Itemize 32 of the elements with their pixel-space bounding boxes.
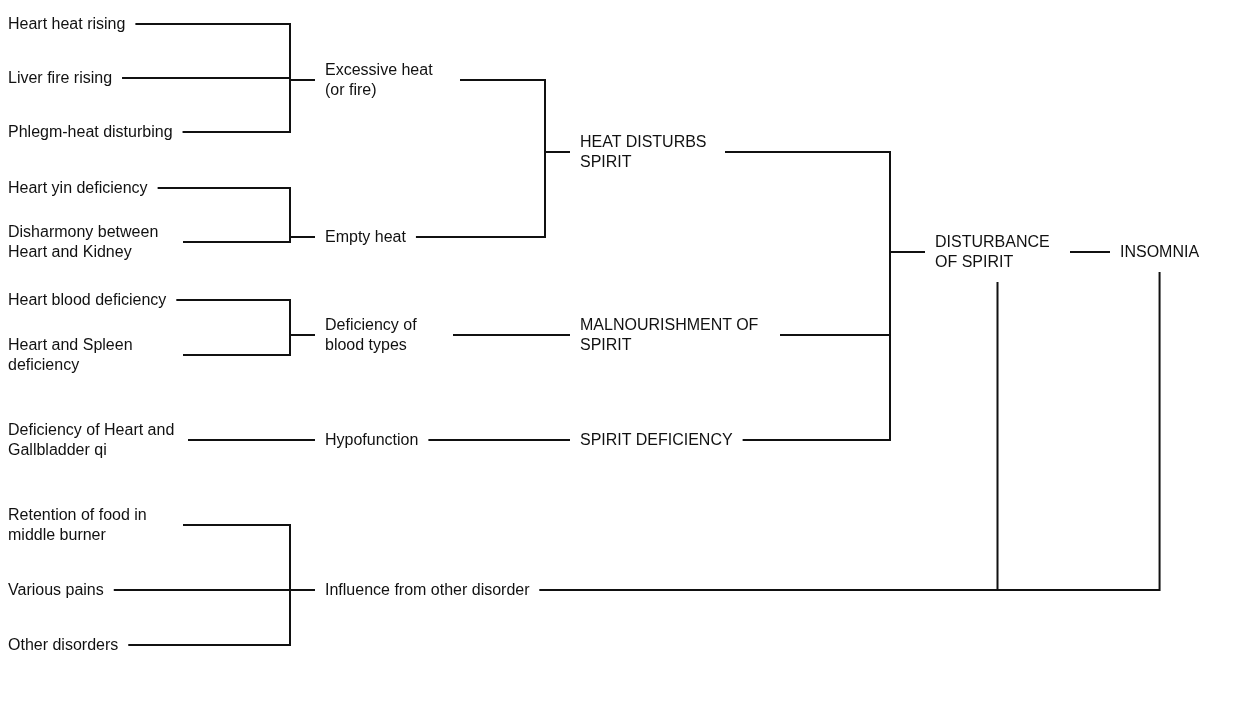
connector-line bbox=[538, 271, 1161, 591]
connector-line bbox=[414, 151, 571, 238]
connector-line bbox=[1069, 251, 1111, 253]
connector-line bbox=[427, 439, 571, 441]
label-text: MALNOURISHMENT OF SPIRIT bbox=[580, 315, 770, 355]
connector-line bbox=[452, 334, 571, 336]
label-text: Deficiency of blood types bbox=[325, 315, 443, 355]
label-text: Deficiency of Heart and Gallbladder qi bbox=[8, 420, 178, 460]
label-text: Liver fire rising bbox=[8, 68, 113, 88]
label-text: Other disorders bbox=[8, 635, 119, 655]
label-text: INSOMNIA bbox=[1120, 242, 1200, 262]
label-text: Heart yin deficiency bbox=[8, 178, 148, 198]
label-text: Excessive heat (or fire) bbox=[325, 60, 450, 100]
label-text: SPIRIT DEFICIENCY bbox=[580, 430, 733, 450]
connector-line bbox=[127, 589, 316, 646]
label-text: HEAT DISTURBS SPIRIT bbox=[580, 132, 715, 172]
label-text: Phlegm-heat disturbing bbox=[8, 122, 173, 142]
label-text: Retention of food in middle burner bbox=[8, 505, 173, 545]
label-text: Disharmony between Heart and Kidney bbox=[8, 222, 173, 262]
connector-line bbox=[182, 334, 316, 356]
connector-line bbox=[182, 236, 316, 243]
label-text: Heart blood deficiency bbox=[8, 290, 167, 310]
connector-line bbox=[741, 251, 926, 441]
connector-line bbox=[181, 79, 316, 133]
label-text: Heart and Spleen deficiency bbox=[8, 335, 173, 375]
label-text: Various pains bbox=[8, 580, 104, 600]
label-text: Hypofunction bbox=[325, 430, 419, 450]
label-text: DISTURBANCE OF SPIRIT bbox=[935, 232, 1060, 272]
label-text: Empty heat bbox=[325, 227, 406, 247]
label-text: Influence from other disorder bbox=[325, 580, 530, 600]
connector-line bbox=[187, 439, 316, 441]
label-text: Heart heat rising bbox=[8, 14, 126, 34]
